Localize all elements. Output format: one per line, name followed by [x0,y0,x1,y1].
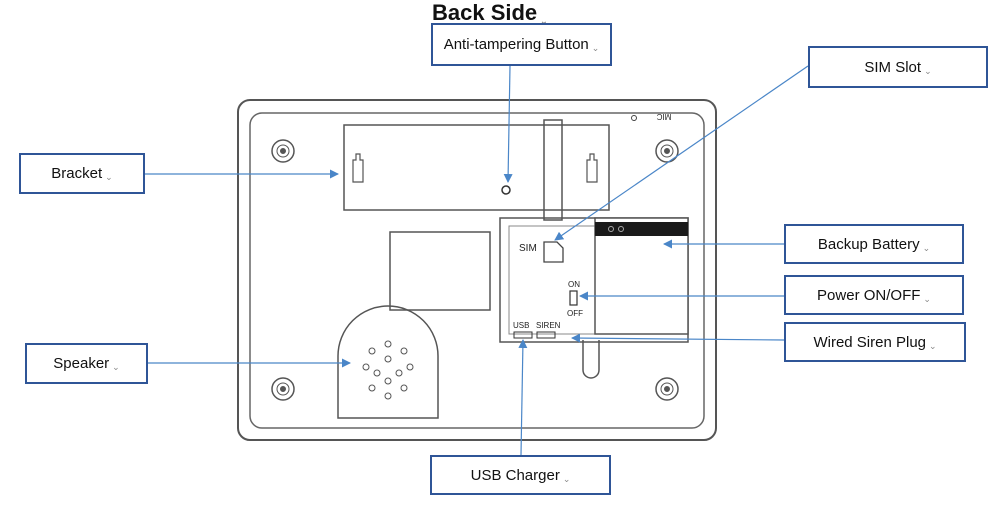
keyhole-icon [586,153,598,183]
sim-card-icon [543,241,564,263]
anti-tampering-button-label: Anti-tampering Button⌄ [431,23,612,66]
switch-on-marking: ON [568,280,580,289]
label-text: Power ON/OFF [817,286,921,304]
device-inner-frame [249,112,705,429]
siren-cable [582,340,600,379]
usb-marking: USB [513,321,529,330]
power-switch [569,290,578,306]
text-mark-icon: ⌄ [922,242,931,253]
screw-icon [271,139,295,163]
text-mark-icon: ⌄ [562,473,571,484]
screw-icon [655,377,679,401]
siren-marking: SIREN [536,321,561,330]
text-mark-icon: ⌄ [923,293,931,304]
sim-marking: SIM [519,243,537,254]
siren-port [536,331,556,339]
label-area [389,231,491,311]
label-text: Wired Siren Plug [813,333,926,351]
bracket-label: Bracket⌄ [19,153,145,194]
device-outer-frame [237,99,717,441]
text-mark-icon: ⌄ [105,172,113,182]
mic-hole [631,115,637,121]
speaker-grill-icon [362,340,414,400]
text-mark-icon: ⌄ [924,65,932,76]
leader-usb-charger [518,339,528,456]
leader-anti-tampering [503,65,513,183]
label-text: SIM Slot [864,58,922,76]
battery-band [595,222,688,236]
backup-battery [594,217,689,335]
text-mark-icon: ⌄ [540,16,548,26]
text-mark-icon: ⌄ [591,43,600,53]
speaker-housing [337,305,439,419]
leader-siren [571,333,785,343]
bracket-plate [343,124,610,211]
usb-port [513,331,533,339]
backup-battery-label: Backup Battery⌄ [784,224,964,264]
diagram-title: Back Side⌄ [432,0,548,26]
keyhole-icon [352,153,364,183]
power-on-off-label: Power ON/OFF⌄ [784,275,964,315]
sim-slot-label: SIM Slot⌄ [808,46,988,88]
anti-tamper-button [501,185,511,195]
mic-marking: MIC [656,112,671,121]
label-text: Anti-tampering Button [443,36,589,53]
speaker-label: Speaker⌄ [25,343,148,384]
label-text: Speaker [53,355,110,372]
text-mark-icon: ⌄ [112,362,120,372]
label-text: USB Charger [470,466,560,484]
label-text: Backup Battery [817,235,920,253]
usb-charger-label: USB Charger⌄ [430,455,611,495]
wired-siren-plug-label: Wired Siren Plug⌄ [784,322,966,362]
title-text: Back Side [432,0,538,25]
screw-icon [271,377,295,401]
cable-channel [543,119,563,221]
screw-icon [655,139,679,163]
text-mark-icon: ⌄ [929,340,937,351]
leader-sim-slot [554,65,809,241]
label-text: Bracket [51,165,103,182]
switch-off-marking: OFF [567,309,583,318]
